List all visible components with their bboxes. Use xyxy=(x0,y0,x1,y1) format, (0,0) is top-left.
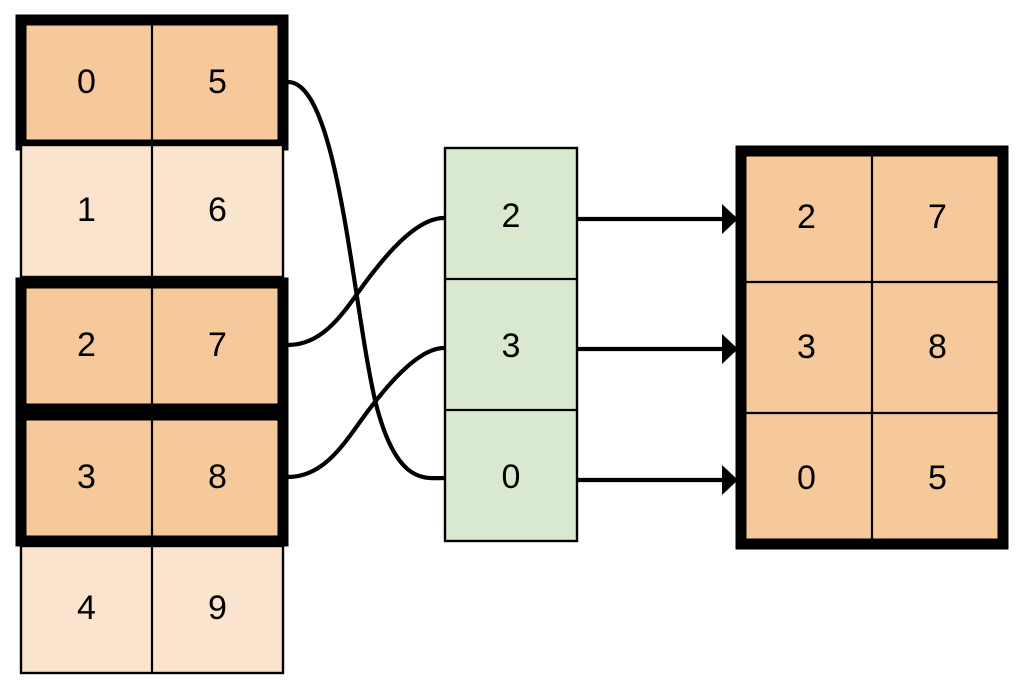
result-cell-label: 0 xyxy=(797,459,816,497)
source-cell-label: 5 xyxy=(208,63,227,101)
result-cell-1-0 xyxy=(741,282,872,413)
index-cell-1[interactable] xyxy=(445,279,577,410)
source-cell-4-0 xyxy=(21,546,152,673)
source-row-1[interactable]: 1 6 xyxy=(19,143,285,279)
result-arrows xyxy=(578,204,738,495)
link-curve-row2-to-index0 xyxy=(287,215,445,348)
source-cell-label: 9 xyxy=(208,589,227,627)
source-cell-2-0 xyxy=(21,283,152,409)
source-cell-label: 3 xyxy=(77,458,96,496)
source-cell-label: 7 xyxy=(208,326,227,364)
index-cell-label: 0 xyxy=(502,458,521,496)
source-cell-2-1 xyxy=(152,283,283,409)
result-cell-label: 2 xyxy=(797,198,816,236)
arrow-index1-to-result1 xyxy=(578,334,738,364)
arrow-head-icon xyxy=(722,204,738,234)
result-table: 2 7 3 8 0 5 xyxy=(735,145,1009,550)
link-curve-row0-to-index2 xyxy=(287,79,445,481)
source-row-2[interactable]: 2 7 xyxy=(15,277,289,415)
arrow-head-icon xyxy=(722,465,738,495)
source-table: 0 5 1 6 2 7 xyxy=(15,14,289,675)
index-vector: 2 3 0 xyxy=(443,146,579,543)
link-curves xyxy=(287,79,445,481)
index-cell-0[interactable] xyxy=(445,148,577,279)
result-cell-0-1 xyxy=(872,151,1003,282)
result-cell-label: 8 xyxy=(928,328,947,366)
source-row-3-highlight-outline xyxy=(15,409,289,547)
result-cell-2-0 xyxy=(741,413,872,544)
source-row-3[interactable]: 3 8 xyxy=(15,409,289,547)
source-cell-3-0 xyxy=(21,415,152,541)
arrow-head-icon xyxy=(722,334,738,364)
result-cell-1-1 xyxy=(872,282,1003,413)
source-cell-0-0 xyxy=(21,20,152,145)
source-cell-label: 8 xyxy=(208,458,227,496)
source-cell-1-1 xyxy=(152,145,283,277)
result-cell-label: 5 xyxy=(928,459,947,497)
source-cell-1-0 xyxy=(21,145,152,277)
arrow-index2-to-result2 xyxy=(578,465,738,495)
source-row-4[interactable]: 4 9 xyxy=(19,544,285,675)
result-cell-2-1 xyxy=(872,413,1003,544)
source-cell-4-1 xyxy=(152,546,283,673)
source-row-2-highlight-outline xyxy=(15,277,289,415)
source-row-0[interactable]: 0 5 xyxy=(15,14,289,151)
index-cell-label: 3 xyxy=(502,327,521,365)
source-cell-label: 0 xyxy=(77,63,96,101)
source-cell-label: 1 xyxy=(77,191,96,229)
source-cell-0-1 xyxy=(152,20,283,145)
arrow-index0-to-result0 xyxy=(578,204,738,234)
index-vector-outline xyxy=(443,146,579,543)
source-cell-label: 6 xyxy=(208,191,227,229)
result-table-outline xyxy=(735,145,1009,550)
result-cell-0-0 xyxy=(741,151,872,282)
source-cell-3-1 xyxy=(152,415,283,541)
result-cell-label: 7 xyxy=(928,198,947,236)
result-cell-label: 3 xyxy=(797,328,816,366)
source-cell-label: 4 xyxy=(77,589,96,627)
link-curve-row3-to-index1 xyxy=(287,345,445,480)
index-cell-2[interactable] xyxy=(445,410,577,541)
source-cell-label: 2 xyxy=(77,326,96,364)
index-cell-label: 2 xyxy=(502,197,521,235)
